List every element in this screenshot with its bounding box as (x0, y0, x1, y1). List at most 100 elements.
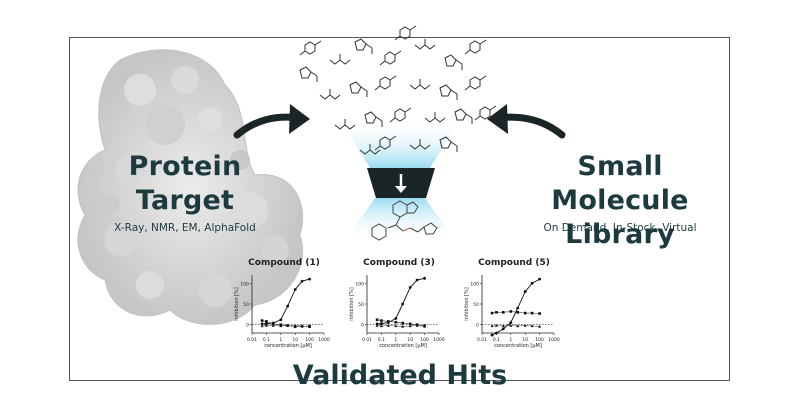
data-point (538, 324, 542, 328)
right-arrow-icon (487, 104, 566, 139)
library-title-line2: Library (565, 219, 675, 250)
library-title: Small Molecule Library (510, 150, 730, 252)
x-tick-label: 1 (394, 337, 397, 343)
data-point (516, 310, 519, 314)
y-tick-label: 0 (476, 323, 479, 329)
data-point (375, 318, 379, 322)
data-point (538, 312, 541, 315)
data-point (293, 288, 297, 291)
data-point (523, 290, 527, 293)
data-point (300, 279, 304, 283)
y-axis-label: inhibition [%] (349, 287, 355, 321)
data-point (375, 322, 379, 326)
data-point (408, 324, 412, 328)
x-axis-label: concentration [μM] (379, 343, 427, 349)
molecule-fragment (464, 39, 487, 55)
data-point (308, 325, 312, 328)
data-point (293, 323, 297, 327)
molecule-fragment (389, 107, 412, 123)
chart-series (490, 323, 542, 328)
data-point (509, 310, 513, 313)
protein-title-line1: Protein (128, 151, 242, 182)
data-point (386, 323, 390, 327)
data-point (494, 323, 498, 327)
hit-molecule (371, 200, 438, 241)
data-point (530, 311, 534, 315)
funnel-glow-bottom (345, 198, 455, 240)
data-point (293, 325, 297, 329)
x-tick-label: 1000 (433, 337, 445, 343)
data-point (260, 324, 264, 328)
data-point (401, 321, 404, 325)
data-point (490, 333, 494, 337)
data-point (264, 323, 268, 327)
data-point (286, 304, 290, 308)
data-point (279, 324, 283, 328)
y-tick-label: 50 (358, 302, 364, 308)
molecule-fragment (394, 25, 417, 41)
molecule-fragment (454, 108, 473, 124)
funnel-glow-top (340, 120, 460, 168)
series-line (377, 325, 425, 327)
y-tick-label: 100 (240, 281, 249, 287)
molecule-fragment (464, 75, 487, 91)
data-point (495, 310, 498, 314)
data-point (530, 281, 534, 285)
data-point (271, 323, 275, 327)
chart-series (375, 323, 427, 328)
molecule-fragment (299, 40, 322, 56)
data-point (516, 324, 520, 328)
data-point (415, 323, 419, 327)
molecule-fragment (409, 79, 431, 90)
molecule-fragment (444, 54, 463, 70)
protein-target-title: Protein Target (115, 150, 255, 218)
molecule-fragment (379, 50, 402, 66)
y-tick-label: 100 (470, 281, 479, 287)
data-point (495, 331, 498, 335)
data-point (501, 310, 505, 314)
data-point (516, 306, 520, 310)
library-title-line1: Small Molecule (551, 151, 689, 216)
chart-title: Compound (5) (478, 258, 550, 268)
data-point (308, 277, 311, 281)
chart-series (490, 310, 541, 315)
series-line (377, 277, 425, 325)
data-point (265, 320, 268, 323)
data-point (379, 324, 383, 328)
molecule-fragment (329, 54, 351, 65)
molecule-fragment (414, 39, 436, 50)
data-point (509, 321, 513, 325)
y-axis-label: inhibition [%] (234, 287, 240, 321)
x-tick-label: 100 (420, 337, 429, 343)
x-tick-label: 1000 (318, 337, 330, 343)
y-tick-label: 0 (246, 323, 249, 329)
y-tick-label: 50 (473, 302, 479, 308)
data-point (394, 324, 398, 328)
molecule-fragment (359, 144, 381, 155)
data-point (286, 323, 290, 327)
data-point (490, 311, 494, 315)
protein-surface (77, 49, 304, 325)
chart-title: Compound (1) (248, 258, 320, 268)
x-tick-label: 100 (535, 337, 544, 343)
molecule-fragment (319, 89, 341, 100)
molecule-fragment (474, 105, 497, 121)
x-axis-label: concentration [μM] (264, 343, 312, 349)
chart-series (260, 323, 312, 328)
data-point (523, 323, 527, 327)
data-point (300, 324, 304, 328)
x-tick-label: 0.1 (378, 337, 385, 343)
x-tick-label: 10 (407, 337, 413, 343)
data-point (260, 319, 264, 322)
validated-hits-title: Validated Hits (292, 360, 508, 391)
molecule-fragment (354, 38, 373, 54)
data-point (523, 311, 527, 315)
data-point (401, 302, 405, 306)
data-point (271, 322, 275, 326)
y-tick-label: 100 (355, 281, 364, 287)
molecule-fragment (334, 119, 356, 130)
molecule-fragment (409, 139, 431, 150)
